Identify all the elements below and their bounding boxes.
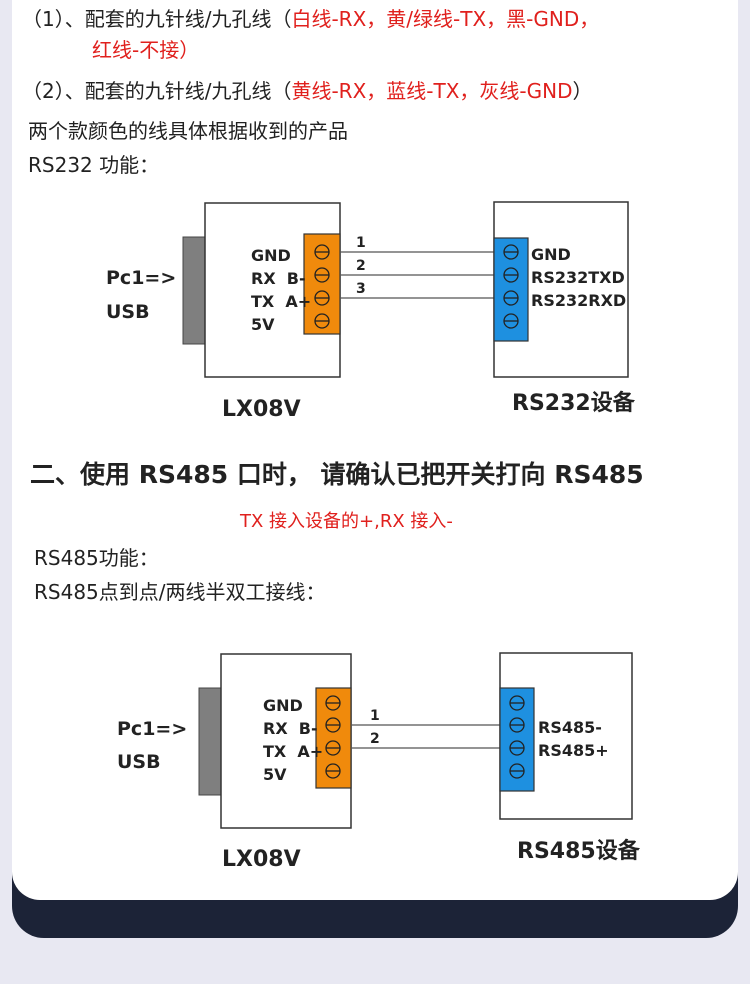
intro-line-1-cont: 红线-不接） (92, 38, 200, 62)
section2-heading: 二、使用 RS485 口时， 请确认已把开关打向 RS485 (30, 460, 644, 489)
intro-line-4: RS232 功能： (28, 153, 160, 177)
intro-line-1: （1）、配套的九针线/九孔线（白线-RX，黄/绿线-TX，黑-GND， (22, 7, 600, 31)
section2-line-1: RS485功能： (34, 546, 159, 570)
section2-note: TX 接入设备的+,RX 接入- (240, 511, 453, 532)
section2-line-2: RS485点到点/两线半双工接线： (34, 580, 326, 604)
intro-line-3: 两个款颜色的线具体根据收到的产品 (28, 119, 348, 143)
intro-line-2: （2）、配套的九针线/九孔线（黄线-RX，蓝线-TX，灰线-GND） (22, 79, 593, 103)
